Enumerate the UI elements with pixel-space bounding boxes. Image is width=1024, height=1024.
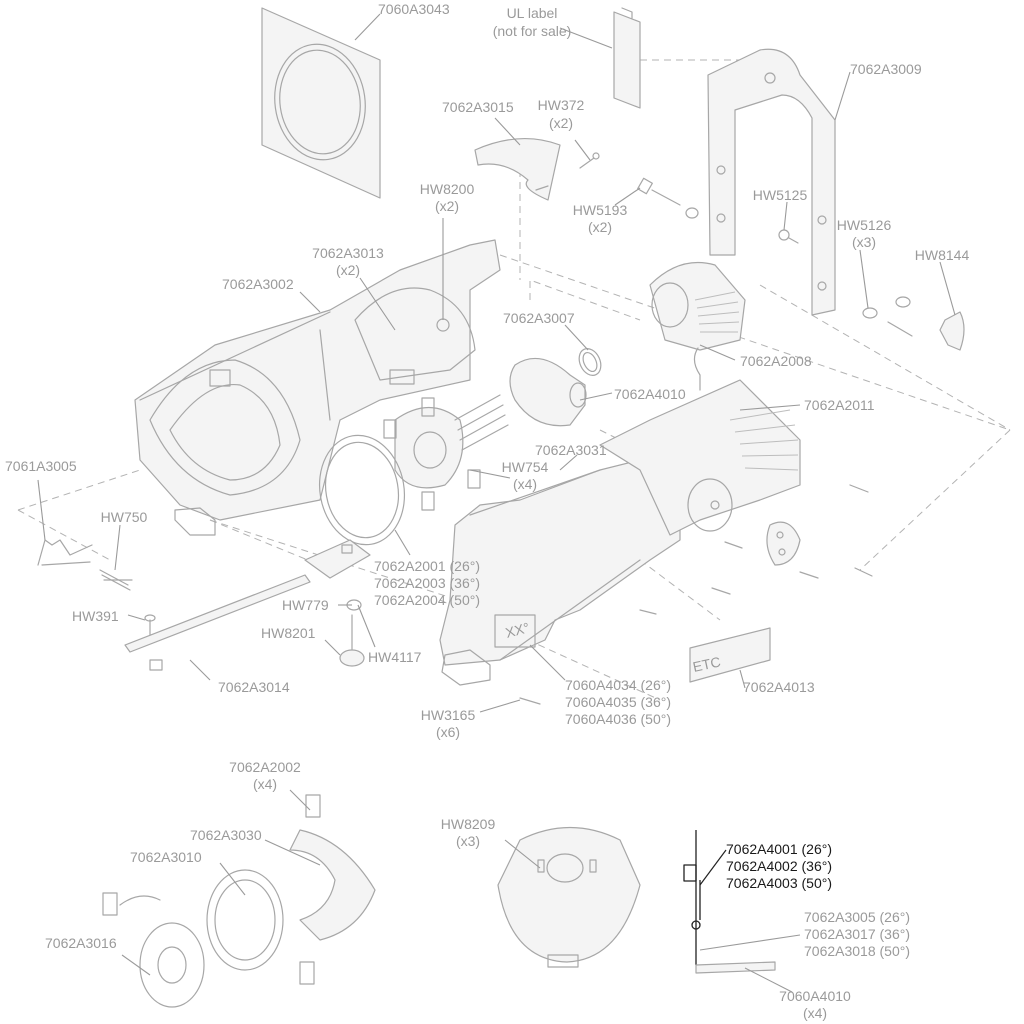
label-7062A3009: 7062A3009 xyxy=(850,61,922,77)
lens-tube-7060A4034: XX° xyxy=(439,459,681,686)
label-7062A2004: 7062A2004 (50°) xyxy=(374,592,480,608)
label-7060A4010: 7060A4010 xyxy=(779,988,851,1004)
top-cover-7062A3015 xyxy=(474,138,561,201)
label-hw5193-qty: (x2) xyxy=(588,219,612,235)
label-7062A3014: 7062A3014 xyxy=(218,679,290,695)
label-hw3165: HW3165 xyxy=(421,707,476,723)
label-7060A4034: 7060A4034 (26°) xyxy=(565,677,671,693)
label-hw5126: HW5126 xyxy=(837,217,892,233)
label-7062A4002: 7062A4002 (36°) xyxy=(726,858,832,874)
label-7062A3015: 7062A3015 xyxy=(442,99,514,115)
rear-cap xyxy=(766,521,801,566)
yoke-7062A3009 xyxy=(707,48,836,316)
screw-hw5193 xyxy=(637,177,699,219)
label-hw750: HW750 xyxy=(101,509,148,525)
leader-lines xyxy=(37,13,956,993)
label-7062A2011: 7062A2011 xyxy=(804,397,875,413)
label-7062A3031: 7062A3031 xyxy=(535,442,607,458)
label-7062A4003: 7062A4003 (50°) xyxy=(726,875,832,891)
bottom-bar-7060A4010 xyxy=(695,961,776,974)
etc-logo: ETC xyxy=(691,653,722,674)
label-hw3165-qty: (x6) xyxy=(436,724,460,740)
label-hw754-qty: (x4) xyxy=(513,476,537,492)
label-7062A2003: 7062A2003 (36°) xyxy=(374,575,480,591)
label-7062A3005: 7062A3005 (26°) xyxy=(804,909,910,925)
label-ul-label: UL label xyxy=(507,5,558,21)
label-hw5193: HW5193 xyxy=(573,202,628,218)
label-7060A3043: 7060A3043 xyxy=(378,1,450,17)
label-7062A2001: 7062A2001 (26°) xyxy=(374,558,480,574)
label-7062A4001: 7062A4001 (26°) xyxy=(726,841,832,857)
label-hw391: HW391 xyxy=(72,608,119,624)
label-hw4117: HW4117 xyxy=(368,649,422,665)
label-7062A4013: 7062A4013 xyxy=(743,679,815,695)
ul-label xyxy=(613,7,641,109)
slider-bar-7062A3014 xyxy=(124,574,311,671)
highlighted-bracket-7062A4001 xyxy=(683,830,701,965)
label-7062A3013: 7062A3013 xyxy=(312,245,384,261)
part-labels: 7060A3043 UL label (not for sale) 7062A3… xyxy=(5,1,969,1021)
knob-hw8201 xyxy=(339,614,365,667)
label-hw8144: HW8144 xyxy=(915,247,970,263)
clip-hw779 xyxy=(304,539,371,579)
shutter-assembly xyxy=(383,394,509,511)
label-7062A3016: 7062A3016 xyxy=(45,935,117,951)
label-7060A4036: 7060A4036 (50°) xyxy=(565,711,671,727)
label-7062A3010: 7062A3010 xyxy=(130,849,202,865)
label-7061A3005: 7061A3005 xyxy=(5,458,77,474)
label-hw8200: HW8200 xyxy=(420,181,475,197)
label-hw372-qty: (x2) xyxy=(549,115,573,131)
main-housing-7062A3002 xyxy=(134,239,501,536)
reflector-7062A4010 xyxy=(509,357,587,427)
label-hw5125: HW5125 xyxy=(753,187,808,203)
label-hw5126-qty: (x3) xyxy=(852,234,876,250)
handle-7061A3005 xyxy=(37,539,93,566)
rear-screws xyxy=(519,484,873,705)
label-7062A4010: 7062A4010 xyxy=(614,386,686,402)
label-hw8209-qty: (x3) xyxy=(456,833,480,849)
label-7062A2008: 7062A2008 xyxy=(740,353,812,369)
label-7062A2002: 7062A2002 xyxy=(229,759,301,775)
label-7062A3007: 7062A3007 xyxy=(503,310,575,326)
label-7062A3030: 7062A3030 xyxy=(190,827,262,843)
plate-hw8209 xyxy=(497,827,641,968)
label-7062A3002: 7062A3002 xyxy=(222,276,294,292)
etc-label-plate-7062A4013: ETC xyxy=(689,627,771,683)
color-frame-7060A3043 xyxy=(261,7,381,199)
label-hw8200-qty: (x2) xyxy=(435,198,459,214)
label-7060A4010-qty: (x4) xyxy=(803,1005,827,1021)
shutter-blades-group xyxy=(102,794,376,1008)
label-7062A3013-qty: (x2) xyxy=(336,262,360,278)
rear-housing-7062A2011 xyxy=(599,379,801,536)
label-7060A4035: 7060A4035 (36°) xyxy=(565,694,671,710)
lamp-socket-7062A2008 xyxy=(649,261,746,391)
label-hw754: HW754 xyxy=(502,459,549,475)
screw-hw372 xyxy=(579,152,600,169)
assembly-guide-lines xyxy=(17,59,1011,701)
lens-tube-marking: XX° xyxy=(504,619,532,641)
label-7062A2002-qty: (x4) xyxy=(253,776,277,792)
ring-7062A3007 xyxy=(578,348,602,376)
label-hw8201: HW8201 xyxy=(261,625,316,641)
label-hw372: HW372 xyxy=(538,97,585,113)
label-7062A3017: 7062A3017 (36°) xyxy=(804,926,910,942)
label-hw779: HW779 xyxy=(282,597,329,613)
lens-7062A2001 xyxy=(318,434,406,546)
label-7062A3018: 7062A3018 (50°) xyxy=(804,943,910,959)
screw-hw391 xyxy=(144,614,156,636)
spring-hw750 xyxy=(99,569,133,591)
label-ul-not-for-sale: (not for sale) xyxy=(493,23,572,39)
label-hw8209: HW8209 xyxy=(441,816,496,832)
